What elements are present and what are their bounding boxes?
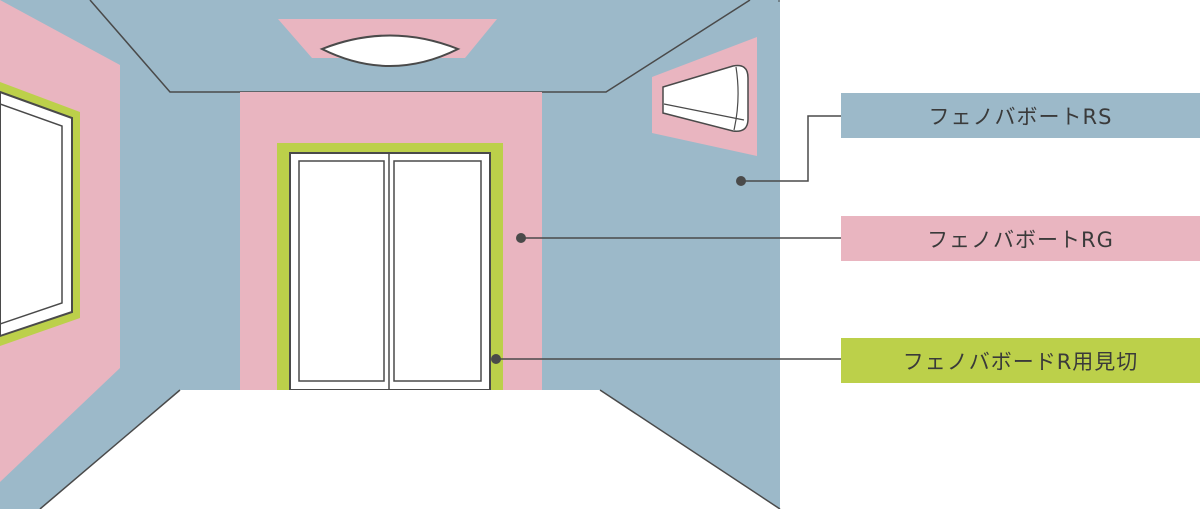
door-panel-left <box>298 160 385 382</box>
label-fenoba-board-r-trim: フェノバボードR用見切 <box>841 338 1200 383</box>
door-panel-right <box>393 160 482 382</box>
floor <box>40 390 780 509</box>
air-conditioner-icon <box>662 64 749 132</box>
label-fenoba-board-rg: フェノバボートRG <box>841 216 1200 261</box>
ac-side-curve <box>733 66 739 131</box>
leader-line-rs <box>741 115 842 182</box>
leader-dot-trim <box>491 354 501 364</box>
sliding-door-frame <box>289 152 491 391</box>
label-fenoba-board-rs: フェノバボートRS <box>841 93 1200 138</box>
window-glass <box>0 103 63 325</box>
floor-edge-left <box>39 389 181 509</box>
window-frame <box>0 90 73 338</box>
leader-dot-rg <box>516 233 526 243</box>
floor-edge-right <box>599 389 781 509</box>
ac-vent-line <box>663 103 745 121</box>
leader-dot-rs <box>736 176 746 186</box>
ceiling-light-icon <box>319 34 461 67</box>
